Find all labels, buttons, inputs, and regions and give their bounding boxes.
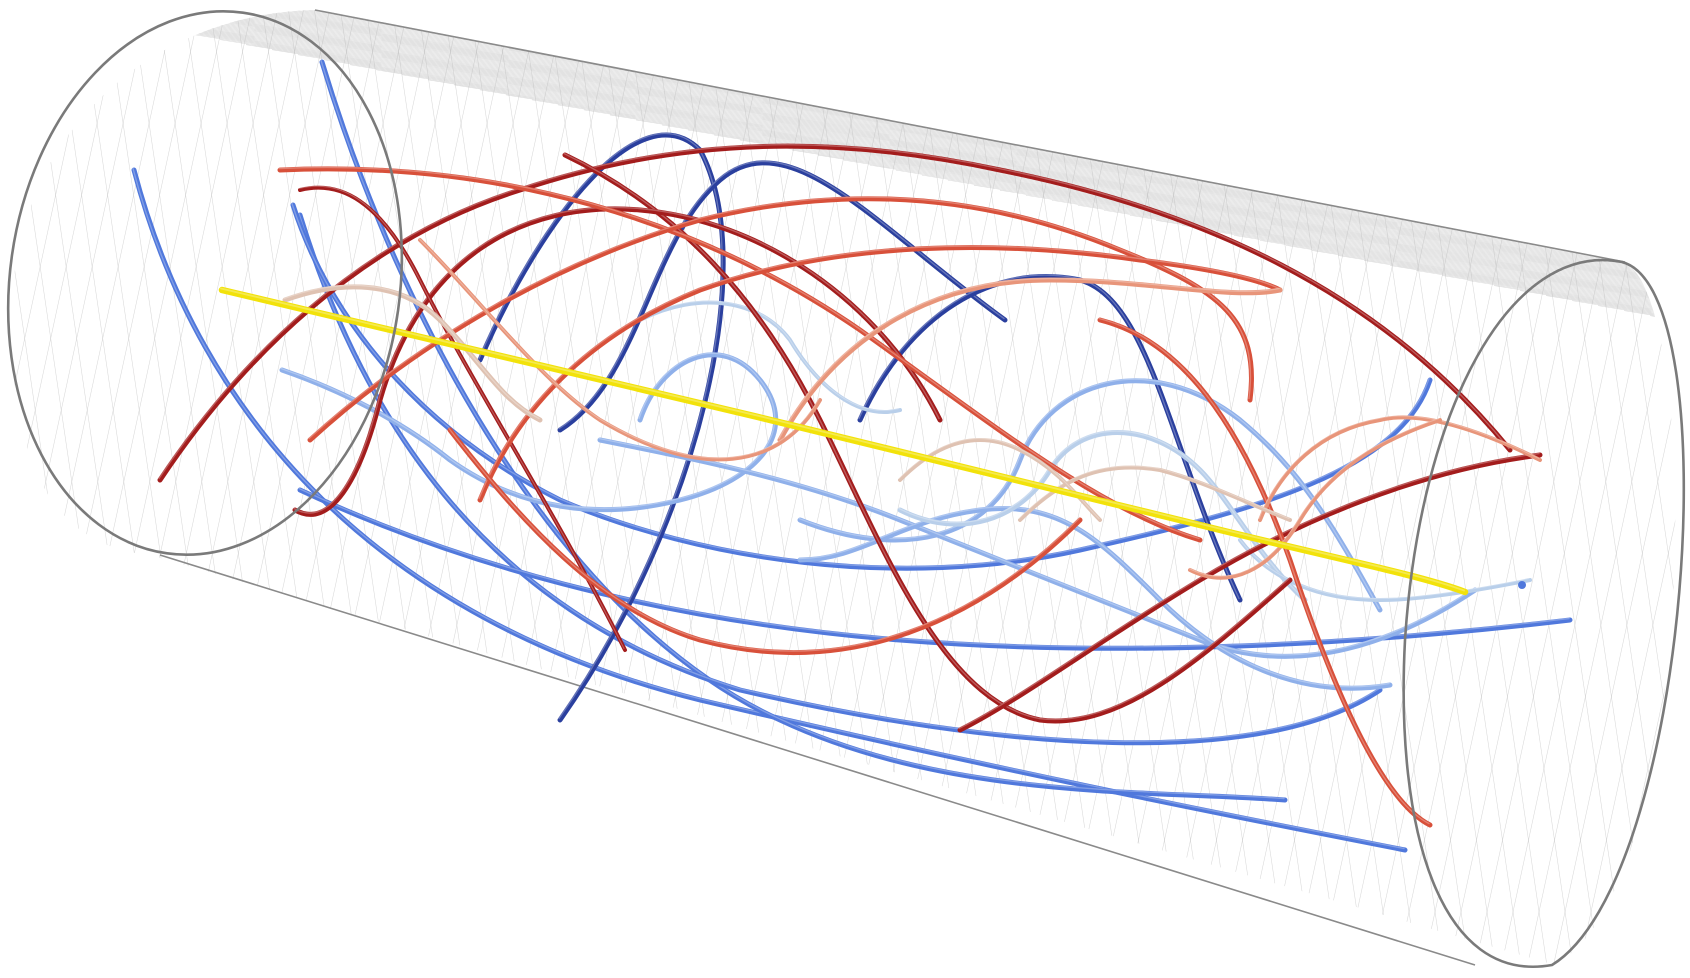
field-line-29	[1188, 418, 1442, 580]
field-line-30	[282, 284, 543, 423]
field-line-2-highlight	[320, 59, 1285, 800]
field-line-16-highlight	[158, 143, 1510, 480]
field-line-28	[1258, 415, 1542, 522]
field-line-27-highlight	[418, 237, 820, 459]
field-line-24	[447, 427, 1083, 655]
field-line-20-highlight	[958, 452, 1540, 730]
field-line-22	[307, 196, 1254, 443]
field-line-21	[277, 166, 1203, 543]
field-line-17-highlight	[563, 152, 1290, 721]
field-line-25	[1097, 317, 1433, 828]
field-line-22-highlight	[308, 196, 1252, 440]
field-line-14-highlight	[1238, 537, 1530, 600]
field-line-2	[319, 59, 1288, 803]
field-line-12	[797, 506, 1393, 691]
field-line-17	[562, 152, 1293, 724]
field-line-11	[597, 437, 1478, 659]
field-line-6	[477, 132, 726, 723]
field-line-10-highlight	[280, 352, 776, 509]
field-line-8	[857, 274, 1243, 603]
field-line-13	[897, 430, 1308, 603]
cylinder-top-silhouette	[314, 9, 1626, 263]
field-line-10	[279, 352, 779, 513]
field-line-13-highlight	[898, 430, 1305, 600]
field-line-3	[297, 212, 1383, 746]
central-axis-line-highlight	[220, 287, 1465, 592]
field-line-26-highlight	[778, 277, 1280, 440]
field-line-14	[1238, 538, 1532, 602]
field-line-21-highlight	[278, 166, 1200, 540]
field-line-27	[418, 238, 822, 462]
field-line-24-highlight	[448, 427, 1080, 652]
helical-field-lines	[131, 59, 1573, 853]
field-line-25-highlight	[1098, 317, 1430, 825]
field-line-18	[292, 206, 943, 517]
field-line-28-highlight	[1258, 415, 1540, 520]
field-line-7	[557, 160, 1008, 433]
field-line-7-highlight	[558, 160, 1005, 430]
field-line-16	[157, 143, 1513, 483]
left-end-cap-outline	[6, 9, 404, 557]
field-line-26	[777, 277, 1283, 443]
field-line-end-marker	[1518, 581, 1526, 589]
right-end-cap-outline	[1402, 258, 1686, 968]
field-line-12-highlight	[798, 506, 1390, 688]
central-axis-line	[218, 286, 1469, 596]
field-line-11-highlight	[598, 437, 1475, 656]
field-line-30-highlight	[283, 284, 540, 420]
field-line-1-highlight	[132, 167, 1405, 850]
field-line-15	[638, 300, 902, 414]
cylinder-bottom-silhouette	[159, 554, 1476, 966]
field-line-18-highlight	[293, 206, 940, 514]
field-line-15-highlight	[638, 300, 900, 411]
field-line-29-highlight	[1188, 417, 1440, 577]
field-line-6-highlight	[478, 132, 723, 720]
field-line-1	[131, 167, 1408, 853]
